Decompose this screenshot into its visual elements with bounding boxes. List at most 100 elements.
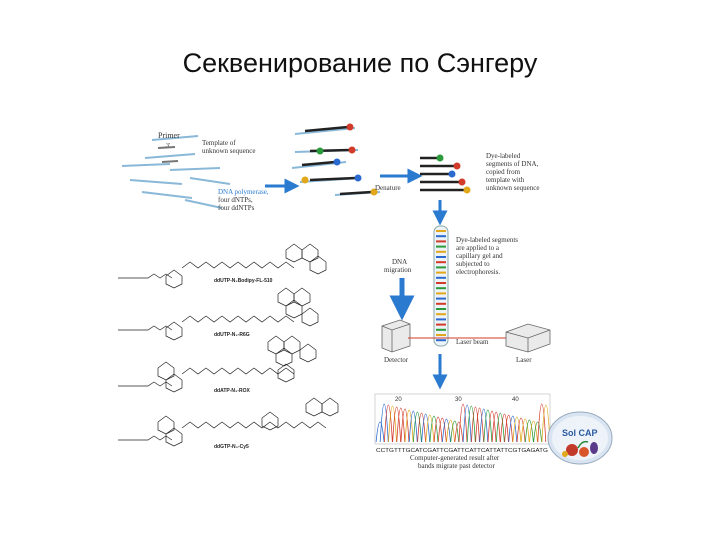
chromatogram-peak	[508, 415, 518, 443]
extended-strands	[291, 123, 381, 196]
chromatogram-peak	[471, 406, 480, 443]
chromatogram-peak	[458, 403, 468, 443]
chromatogram-peak	[487, 410, 497, 443]
gel-band	[436, 256, 446, 258]
detector-label: Detector	[384, 356, 409, 364]
chromatogram-peak	[404, 409, 414, 443]
chromatogram-peak	[379, 403, 389, 443]
gel-band	[436, 302, 446, 305]
chromatogram	[374, 393, 551, 445]
chrom-tick-20: 20	[395, 397, 402, 403]
primer-num: 3'	[166, 143, 170, 149]
chromatogram-peak	[450, 420, 460, 443]
primer-strands	[157, 146, 179, 163]
gel-band	[436, 318, 446, 321]
labeled-fragments	[420, 154, 471, 194]
gel-band	[436, 266, 446, 269]
gel-band	[436, 287, 446, 290]
sequence-readout: CCTGTTTGCATCGATTCGATTCATTCATTATTCGTGAGAT…	[376, 448, 548, 454]
detector-box	[381, 319, 411, 353]
chromatogram-peak	[491, 411, 501, 443]
gel-band	[436, 334, 446, 336]
chromatogram-peak	[495, 412, 505, 443]
gel-band	[436, 292, 446, 295]
chem-structures	[118, 243, 339, 447]
gel-band	[436, 328, 446, 331]
chromatogram-peak	[388, 405, 397, 443]
chromatogram-peak	[475, 407, 484, 443]
gel-label-3: capillary gel and	[456, 252, 503, 260]
polymerase-2: four dNTPs,	[218, 196, 253, 204]
chromatogram-peak	[500, 413, 509, 443]
gel-band	[436, 276, 446, 279]
capillary-gel	[433, 225, 449, 347]
chromatogram-peak	[412, 411, 422, 443]
gel-label-2: are applied to a	[456, 244, 500, 252]
chromatogram-peak	[417, 412, 426, 443]
denature-label: Denature	[375, 184, 401, 192]
laser-box	[505, 323, 551, 353]
solcap-logo-text: Sol CAP	[562, 428, 598, 438]
gel-band	[436, 323, 446, 326]
gel-band	[436, 308, 446, 310]
template-strands	[121, 135, 231, 209]
chromatogram-peak	[504, 414, 514, 443]
gel-band	[436, 313, 446, 316]
dye-label-4: template with	[486, 176, 525, 184]
template-label-2: unknown sequence	[202, 147, 255, 155]
gel-label-1: Dye-labeled segments	[456, 236, 518, 244]
dye-label-5: unknown sequence	[486, 184, 539, 192]
chromatogram-peak	[454, 421, 464, 443]
migration-label-1: DNA	[392, 258, 407, 266]
structure-label-4: ddGTP-N₃-Cy5	[214, 444, 249, 450]
gel-band	[436, 230, 446, 232]
structure-label-1: ddUTP-N₃Bodipy-FL-510	[214, 278, 273, 284]
structure-label-3: ddATP-N₃-ROX	[214, 388, 250, 394]
laser-label: Laser	[516, 356, 532, 364]
gel-label-5: electrophoresis.	[456, 268, 500, 276]
chrom-tick-30: 30	[455, 397, 462, 403]
chromatogram-peak	[479, 408, 489, 443]
chromatogram-peak	[400, 408, 410, 443]
gel-label-4: subjected to	[456, 260, 490, 268]
result-label-1: Computer-generated result after	[410, 454, 500, 462]
chromatogram-peak	[533, 421, 543, 443]
polymerase-3: four ddNTPs	[218, 204, 255, 212]
polymerase-1: DNA polymerase,	[218, 188, 269, 196]
solcap-logo	[547, 411, 613, 465]
chromatogram-peak	[524, 419, 534, 443]
chromatogram-peak	[516, 417, 526, 443]
chromatogram-peak	[442, 418, 451, 443]
chromatogram-peak	[433, 416, 443, 443]
primer-label: Primer	[158, 131, 180, 140]
gel-band	[436, 282, 446, 284]
chrom-tick-40: 40	[512, 397, 519, 403]
dye-label-1: Dye-labeled	[486, 152, 521, 160]
chromatogram-peak	[396, 407, 406, 443]
gel-band	[436, 297, 446, 300]
gel-band	[436, 240, 446, 243]
template-label-1: Template of	[202, 139, 236, 147]
gel-band	[436, 235, 446, 238]
dye-label-3: copied from	[486, 168, 521, 176]
gel-band	[436, 245, 446, 248]
gel-band	[436, 261, 446, 264]
laser-beam-label: Laser beam	[456, 338, 489, 346]
chromatogram-peak	[466, 405, 476, 443]
chromatogram-peak	[408, 410, 418, 443]
result-label-2: bands migrate past detector	[418, 462, 495, 470]
chromatogram-peak	[383, 404, 393, 443]
sanger-diagram: Primer 3' Template of unknown sequence D…	[118, 123, 613, 470]
chromatogram-peak	[437, 417, 447, 443]
chromatogram-peak	[375, 421, 385, 443]
chromatogram-peak	[520, 418, 530, 443]
gel-band	[436, 271, 446, 274]
slide-title: Секвенирование по Сэнгеру	[182, 48, 538, 78]
gel-band	[436, 250, 446, 253]
migration-label-2: migration	[384, 266, 412, 274]
gel-band	[436, 339, 446, 342]
structure-label-2: ddUTP-N₃-R6G	[214, 332, 250, 338]
chromatogram-peak	[425, 414, 435, 443]
chromatogram-peak	[446, 419, 455, 443]
